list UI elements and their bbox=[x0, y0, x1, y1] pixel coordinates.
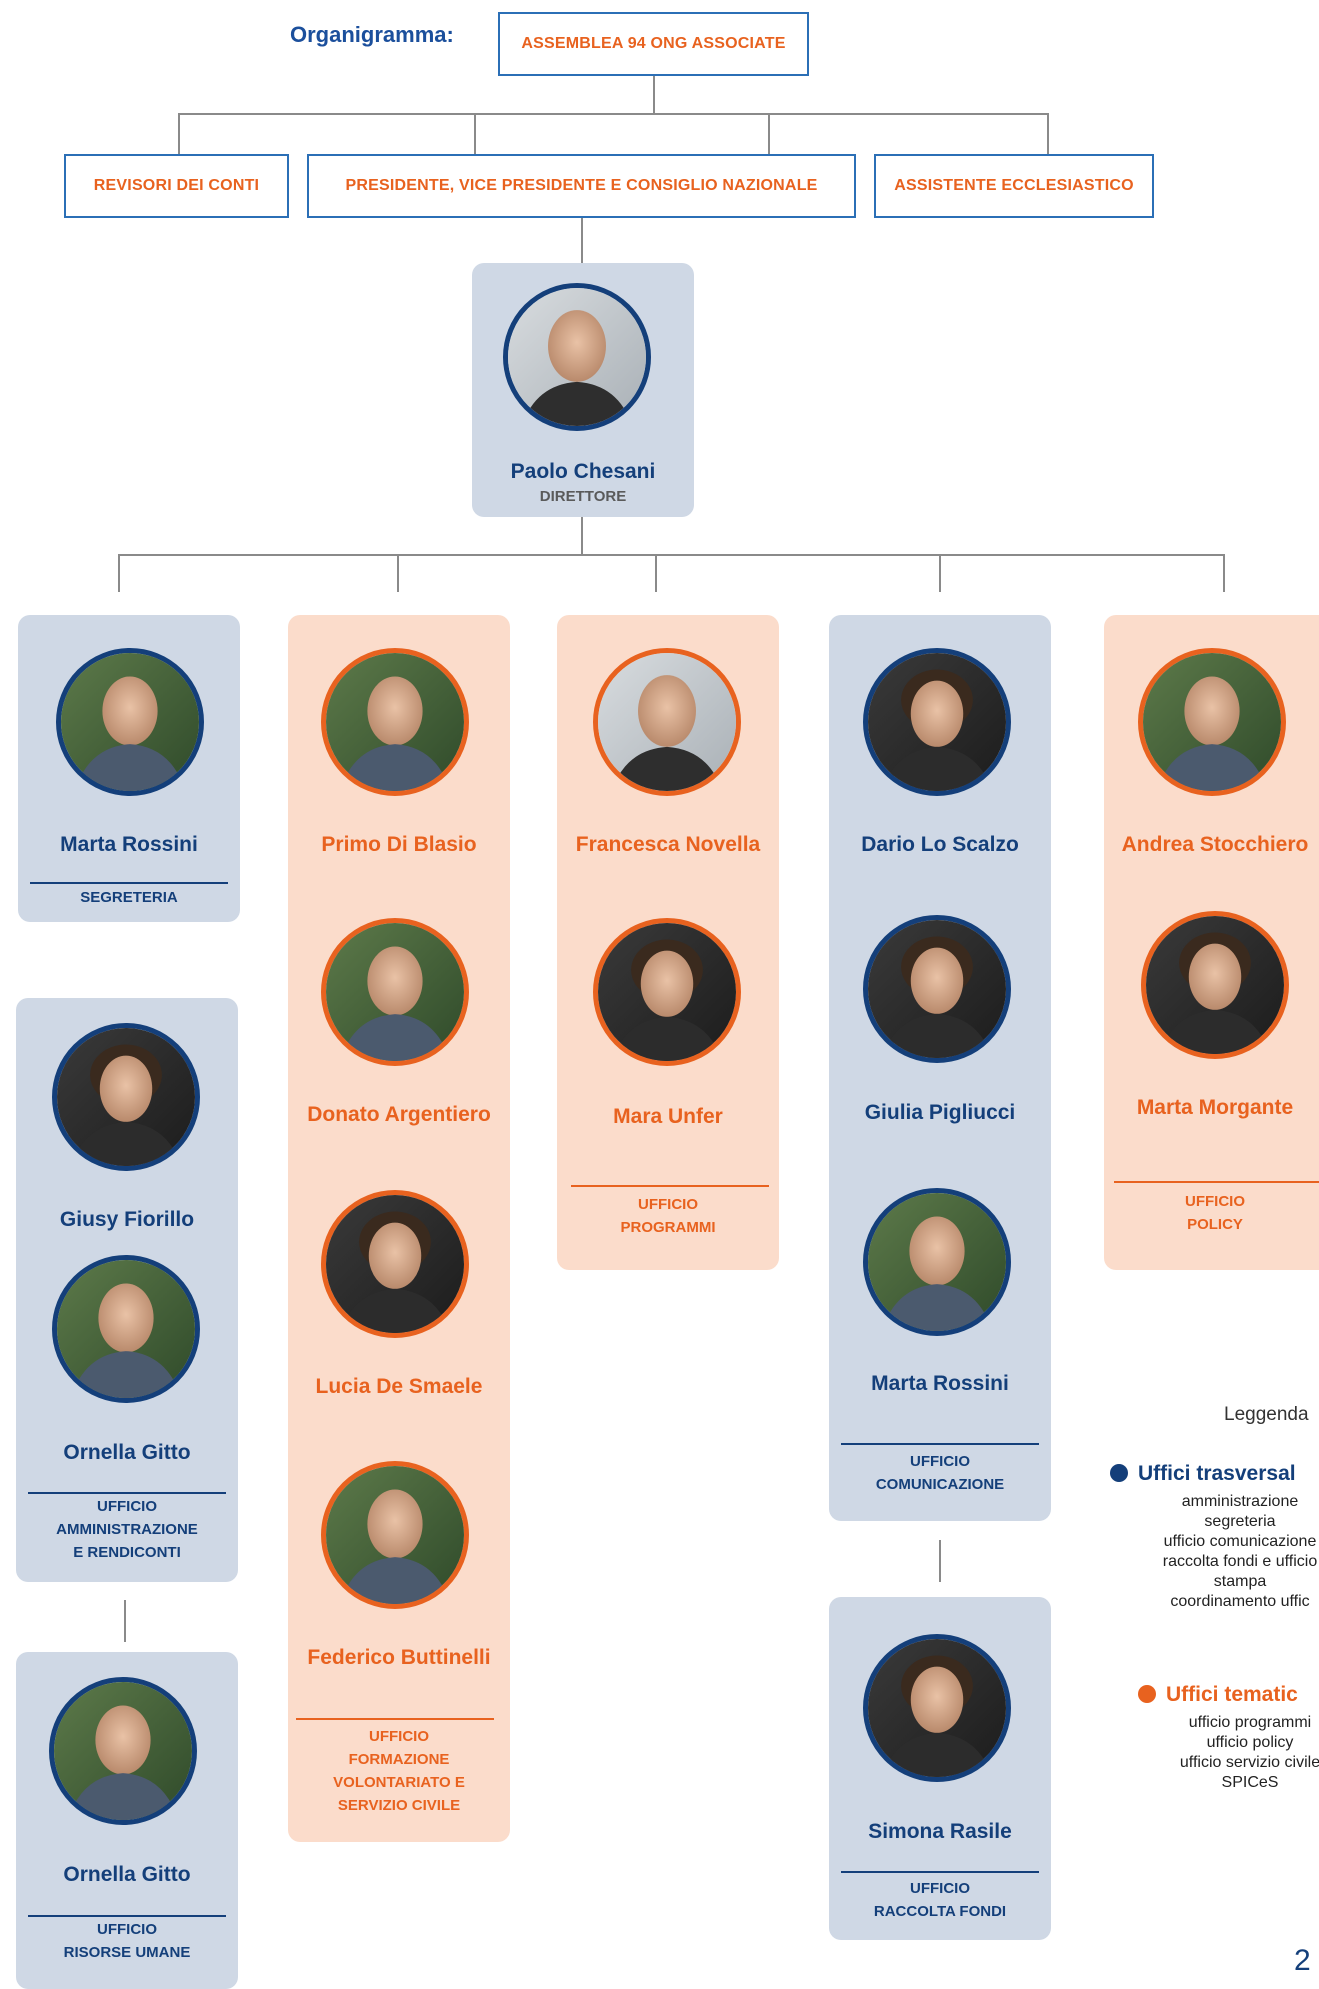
connector bbox=[581, 218, 583, 264]
separator bbox=[28, 1915, 226, 1917]
office-label: UFFICIO COMUNICAZIONE bbox=[875, 1453, 1005, 1493]
connector bbox=[768, 113, 770, 155]
person-photo bbox=[49, 1677, 197, 1825]
connector bbox=[474, 113, 476, 155]
person-name: Marta Morgante bbox=[1136, 1096, 1294, 1119]
connector bbox=[1223, 554, 1225, 592]
connector bbox=[653, 76, 655, 114]
person-photo bbox=[1141, 911, 1289, 1059]
person-name: Primo Di Blasio bbox=[321, 833, 477, 856]
person-name: Marta Rossini bbox=[871, 1372, 1009, 1395]
person-photo bbox=[593, 648, 741, 796]
legend-transversal-heading: Uffici trasversal bbox=[1110, 1462, 1296, 1486]
person-photo bbox=[593, 918, 741, 1066]
connector bbox=[178, 113, 1048, 115]
person-photo bbox=[863, 1188, 1011, 1336]
separator bbox=[296, 1718, 494, 1720]
legend-dot-icon bbox=[1110, 1464, 1128, 1482]
separator bbox=[1114, 1181, 1319, 1183]
director-role: DIRETTORE bbox=[539, 488, 627, 505]
risorse-umane-card: Ornella Gitto UFFICIO RISORSE UMANE bbox=[16, 1652, 238, 1989]
person-photo bbox=[1138, 648, 1286, 796]
page-title: Organigramma: bbox=[290, 22, 454, 47]
person-name: Mara Unfer bbox=[613, 1105, 723, 1128]
connector bbox=[655, 554, 657, 592]
person-photo bbox=[321, 648, 469, 796]
connector bbox=[178, 113, 180, 155]
office-label: UFFICIO PROGRAMMI bbox=[620, 1196, 716, 1236]
connector bbox=[1047, 113, 1049, 155]
director-card: Paolo Chesani DIRETTORE bbox=[472, 263, 694, 517]
segreteria-card: Marta Rossini SEGRETERIA bbox=[18, 615, 240, 922]
legend-title: Leggenda bbox=[1224, 1404, 1309, 1425]
office-label: UFFICIO RACCOLTA FONDI bbox=[873, 1880, 1007, 1920]
person-name: Simona Rasile bbox=[868, 1820, 1012, 1843]
person-photo bbox=[321, 1190, 469, 1338]
person-name: Ornella Gitto bbox=[63, 1441, 191, 1464]
person-photo bbox=[863, 915, 1011, 1063]
chaplain-box: ASSISTENTE ECCLESIASTICO bbox=[874, 154, 1154, 218]
connector bbox=[939, 554, 941, 592]
connector bbox=[124, 1600, 126, 1642]
director-photo bbox=[503, 283, 651, 431]
formazione-card: Primo Di Blasio Donato Argentiero Lucia … bbox=[288, 615, 510, 1842]
connector bbox=[397, 554, 399, 592]
connector bbox=[939, 1540, 941, 1582]
page-number: 2 bbox=[1294, 1944, 1311, 1977]
legend-thematic-list: ufficio programmi ufficio policy ufficio… bbox=[1179, 1714, 1319, 1791]
office-label: UFFICIO POLICY bbox=[1185, 1193, 1245, 1233]
connector bbox=[118, 554, 1225, 556]
assembly-box: ASSEMBLEA 94 ONG ASSOCIATE bbox=[498, 12, 809, 76]
programmi-card: Francesca Novella Mara Unfer UFFICIO PRO… bbox=[557, 615, 779, 1270]
legend-dot-icon bbox=[1138, 1685, 1156, 1703]
legend-transversal-list: amministrazione segreteria ufficio comun… bbox=[1162, 1493, 1318, 1610]
policy-card: Andrea Stocchiero Marta Morgante UFFICIO… bbox=[1104, 615, 1319, 1270]
auditors-box: REVISORI DEI CONTI bbox=[64, 154, 289, 218]
person-name: Donato Argentiero bbox=[307, 1103, 491, 1126]
connector bbox=[118, 554, 120, 592]
person-name: Marta Rossini bbox=[60, 833, 198, 856]
separator bbox=[841, 1871, 1039, 1873]
office-label: UFFICIO RISORSE UMANE bbox=[63, 1921, 191, 1961]
connector bbox=[581, 517, 583, 555]
comunicazione-card: Dario Lo Scalzo Giulia Pigliucci Marta R… bbox=[829, 615, 1051, 1521]
person-photo bbox=[321, 918, 469, 1066]
office-label: SEGRETERIA bbox=[80, 889, 178, 906]
person-name: Andrea Stocchiero bbox=[1121, 833, 1309, 856]
legend-thematic-heading: Uffici tematic bbox=[1138, 1683, 1298, 1707]
person-name: Francesca Novella bbox=[575, 833, 761, 856]
person-name: Dario Lo Scalzo bbox=[861, 833, 1019, 856]
office-label: UFFICIO FORMAZIONE VOLONTARIATO E SERVIZ… bbox=[333, 1728, 465, 1814]
person-name: Giusy Fiorillo bbox=[59, 1208, 195, 1231]
presidency-box: PRESIDENTE, VICE PRESIDENTE E CONSIGLIO … bbox=[307, 154, 856, 218]
amministrazione-card: Giusy Fiorillo Ornella Gitto UFFICIO AMM… bbox=[16, 998, 238, 1582]
person-photo bbox=[52, 1255, 200, 1403]
person-photo bbox=[321, 1461, 469, 1609]
person-photo bbox=[863, 1634, 1011, 1782]
person-photo bbox=[863, 648, 1011, 796]
separator bbox=[30, 882, 228, 884]
person-photo bbox=[56, 648, 204, 796]
office-label: UFFICIO AMMINISTRAZIONE E RENDICONTI bbox=[56, 1498, 198, 1561]
person-name: Giulia Pigliucci bbox=[864, 1101, 1016, 1124]
director-name: Paolo Chesani bbox=[510, 460, 656, 483]
separator bbox=[841, 1443, 1039, 1445]
separator bbox=[571, 1185, 769, 1187]
person-photo bbox=[52, 1023, 200, 1171]
person-name: Federico Buttinelli bbox=[307, 1646, 491, 1669]
person-name: Lucia De Smaele bbox=[315, 1375, 483, 1398]
separator bbox=[28, 1492, 226, 1494]
raccolta-fondi-card: Simona Rasile UFFICIO RACCOLTA FONDI bbox=[829, 1597, 1051, 1940]
person-name: Ornella Gitto bbox=[63, 1863, 191, 1886]
